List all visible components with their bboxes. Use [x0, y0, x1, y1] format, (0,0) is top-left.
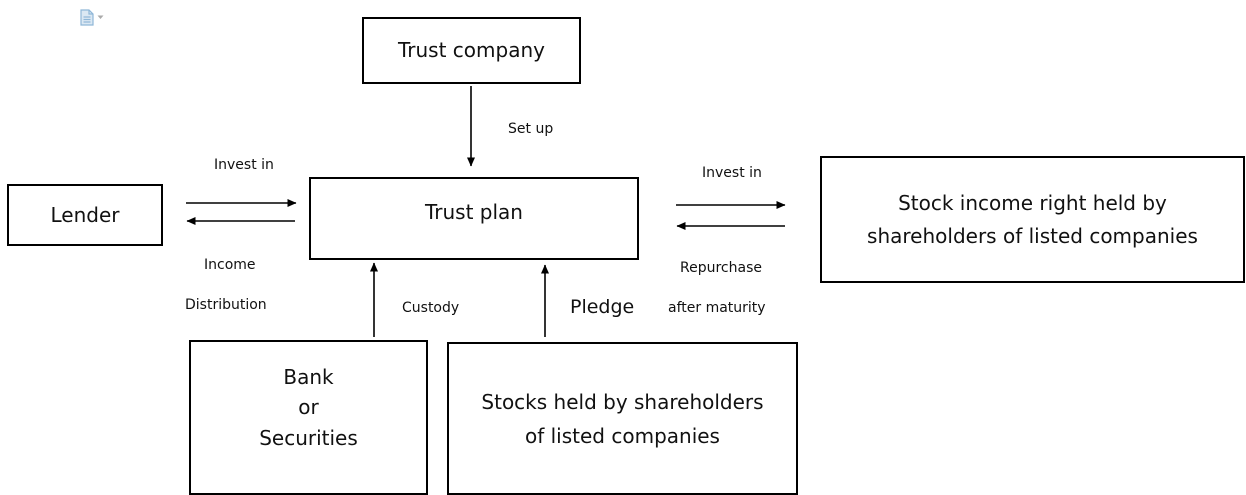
income-label: Income	[204, 257, 256, 273]
distribution-label: Distribution	[185, 297, 267, 313]
trust-plan-node: Trust plan	[309, 177, 639, 260]
custody-label: Custody	[402, 300, 460, 316]
document-paste-icon[interactable]	[80, 9, 104, 26]
trust-company-node: Trust company	[362, 17, 581, 84]
after-maturity-label: after maturity	[668, 300, 766, 316]
stock-income-right-node: Stock income right held by shareholders …	[820, 156, 1245, 283]
chevron-down-icon[interactable]	[97, 15, 104, 20]
bank-securities-label: Bank or Securities	[259, 365, 358, 450]
invest-in-right-label: Invest in	[702, 165, 762, 181]
stocks-held-label: Stocks held by shareholders of listed co…	[481, 390, 764, 448]
stock-income-right-label: Stock income right held by shareholders …	[867, 190, 1198, 248]
lender-label: Lender	[50, 202, 120, 227]
invest-in-left-label: Invest in	[214, 157, 274, 173]
lender-node: Lender	[7, 184, 163, 246]
repurchase-label: Repurchase	[680, 260, 762, 276]
document-icon	[80, 9, 94, 26]
set-up-label: Set up	[508, 121, 554, 137]
trust-plan-label: Trust plan	[425, 200, 523, 224]
pledge-label: Pledge	[570, 296, 635, 318]
trust-company-label: Trust company	[398, 38, 545, 62]
bank-securities-node: Bank or Securities	[189, 340, 428, 495]
stocks-held-node: Stocks held by shareholders of listed co…	[447, 342, 798, 495]
